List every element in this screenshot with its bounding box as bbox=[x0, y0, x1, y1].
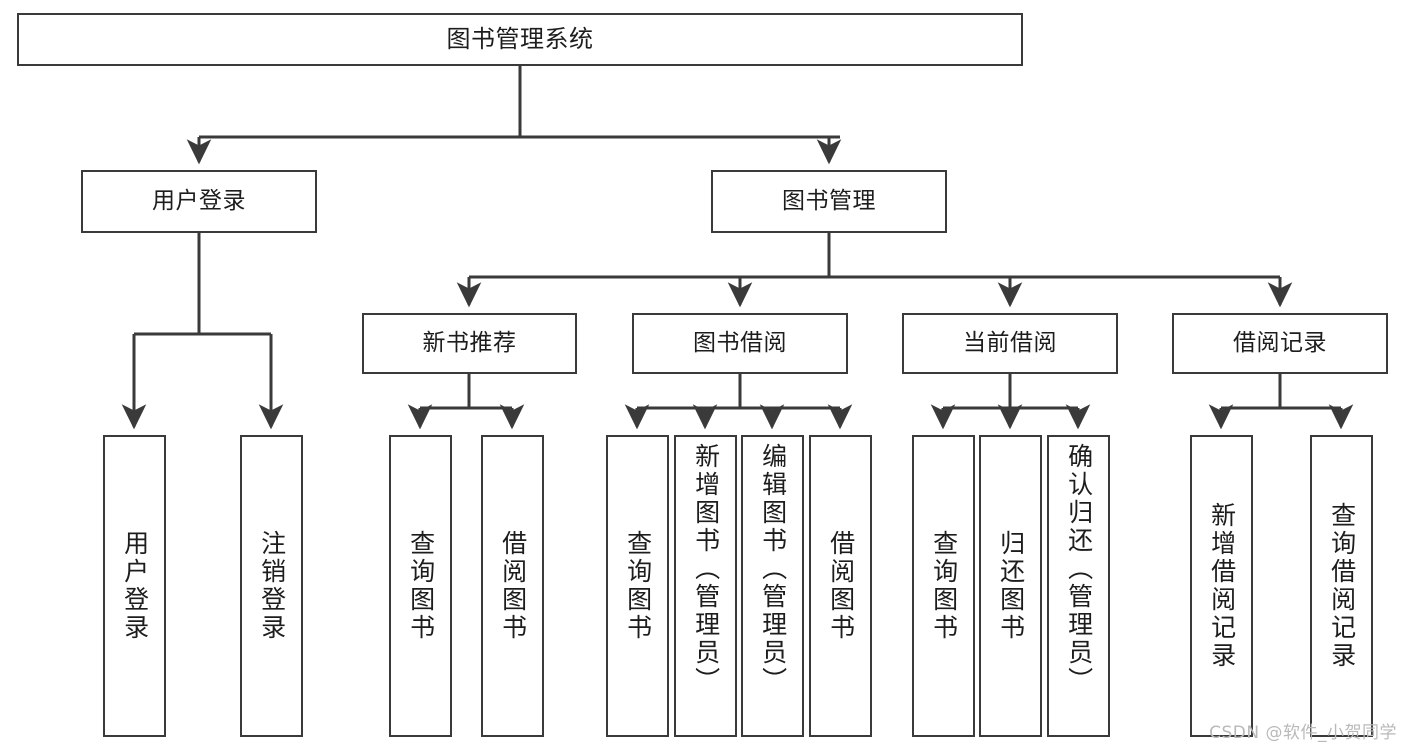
node-book-borrow-label: 图书借阅 bbox=[693, 329, 787, 356]
node-leaf-borrow-add-label: 新增图书（管理员） bbox=[691, 443, 721, 695]
node-user-login[interactable]: 用户登录 bbox=[81, 170, 317, 233]
node-leaf-current-return[interactable]: 归还图书 bbox=[979, 435, 1042, 737]
node-leaf-user-logout-label: 注销登录 bbox=[257, 530, 287, 642]
node-leaf-user-logout[interactable]: 注销登录 bbox=[240, 435, 303, 737]
node-current-borrow[interactable]: 当前借阅 bbox=[902, 313, 1118, 374]
node-leaf-record-query-label: 查询借阅记录 bbox=[1327, 502, 1357, 670]
node-borrow-records-label: 借阅记录 bbox=[1233, 329, 1327, 356]
node-leaf-borrow-book-label: 借阅图书 bbox=[826, 530, 856, 642]
node-user-login-label: 用户登录 bbox=[152, 187, 246, 214]
node-leaf-newbook-borrow-label: 借阅图书 bbox=[498, 530, 528, 642]
node-leaf-borrow-add[interactable]: 新增图书（管理员） bbox=[674, 435, 737, 737]
node-leaf-newbook-query[interactable]: 查询图书 bbox=[389, 435, 452, 737]
node-leaf-newbook-borrow[interactable]: 借阅图书 bbox=[481, 435, 544, 737]
node-leaf-borrow-query[interactable]: 查询图书 bbox=[606, 435, 669, 737]
node-leaf-current-confirm[interactable]: 确认归还（管理员） bbox=[1047, 435, 1110, 737]
node-new-book-recommend-label: 新书推荐 bbox=[422, 329, 517, 356]
node-leaf-user-login[interactable]: 用户登录 bbox=[103, 435, 166, 737]
node-root[interactable]: 图书管理系统 bbox=[17, 13, 1023, 66]
node-borrow-records[interactable]: 借阅记录 bbox=[1172, 313, 1388, 374]
node-leaf-user-login-label: 用户登录 bbox=[120, 530, 150, 642]
node-current-borrow-label: 当前借阅 bbox=[963, 329, 1057, 356]
node-leaf-current-query-label: 查询图书 bbox=[929, 530, 959, 642]
node-leaf-current-query[interactable]: 查询图书 bbox=[912, 435, 975, 737]
csdn-watermark: CSDN @软件_小贺同学 bbox=[1209, 723, 1397, 743]
node-book-management[interactable]: 图书管理 bbox=[711, 170, 947, 233]
node-leaf-borrow-book[interactable]: 借阅图书 bbox=[809, 435, 872, 737]
node-leaf-record-query[interactable]: 查询借阅记录 bbox=[1310, 435, 1373, 737]
node-leaf-current-confirm-label: 确认归还（管理员） bbox=[1064, 443, 1094, 695]
node-book-borrow[interactable]: 图书借阅 bbox=[632, 313, 848, 374]
node-book-management-label: 图书管理 bbox=[782, 187, 876, 214]
node-leaf-record-add[interactable]: 新增借阅记录 bbox=[1190, 435, 1253, 737]
node-leaf-record-add-label: 新增借阅记录 bbox=[1207, 502, 1237, 670]
node-leaf-borrow-edit-label: 编辑图书（管理员） bbox=[758, 443, 788, 695]
node-leaf-newbook-query-label: 查询图书 bbox=[406, 530, 436, 642]
node-leaf-borrow-edit[interactable]: 编辑图书（管理员） bbox=[741, 435, 804, 737]
node-root-label: 图书管理系统 bbox=[446, 25, 594, 54]
node-leaf-borrow-query-label: 查询图书 bbox=[623, 530, 653, 642]
node-leaf-current-return-label: 归还图书 bbox=[996, 530, 1026, 642]
node-new-book-recommend[interactable]: 新书推荐 bbox=[362, 313, 577, 374]
